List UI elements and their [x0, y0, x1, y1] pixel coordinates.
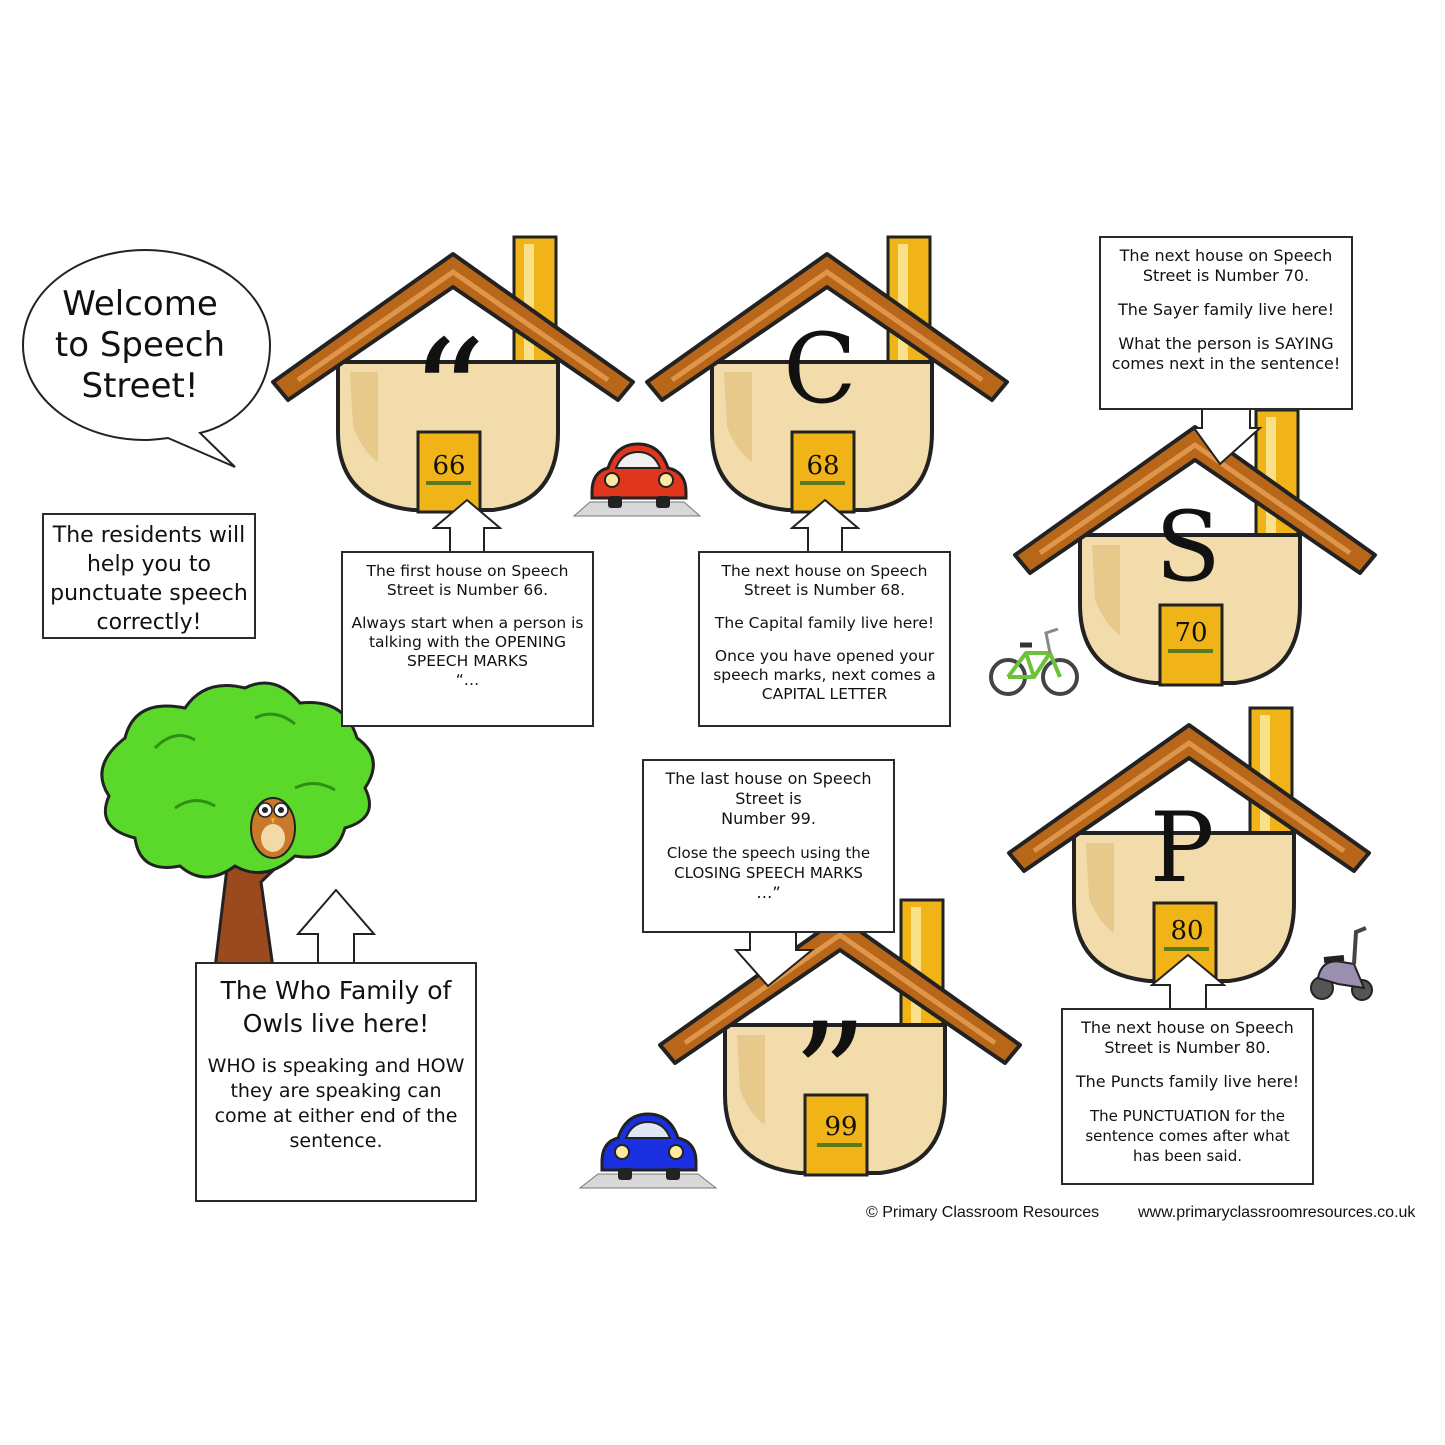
box99-line-5: CLOSING SPEECH MARKS	[674, 864, 863, 882]
owls-line-1: The Who Family of	[220, 976, 452, 1005]
arrow-to-owl	[296, 888, 376, 964]
door-number: 68	[806, 451, 839, 481]
house-letter: P	[1150, 792, 1215, 904]
roof	[1007, 723, 1371, 873]
box68-line-4: Once you have opened your	[714, 647, 935, 665]
arrow-to-house-99	[734, 928, 814, 988]
arrow-to-door-68	[790, 498, 860, 554]
residents-line-2: help you to	[86, 552, 212, 577]
box66-line-5: SPEECH MARKS	[407, 652, 528, 670]
box70-line-1: The next house on Speech	[1119, 246, 1333, 265]
box70-line-3: The Sayer family live here!	[1117, 300, 1334, 319]
box68-line-3: The Capital family live here!	[714, 614, 935, 632]
bicycle	[989, 627, 1079, 696]
owls-line-6: sentence.	[289, 1130, 383, 1152]
blue-car	[578, 1112, 718, 1189]
info-box-70: The next house on Speech Street is Numbe…	[1099, 236, 1353, 410]
welcome-line-3: Street!	[81, 366, 199, 406]
tree-canopy	[100, 681, 375, 879]
house-letter: C	[783, 313, 856, 425]
residents-box: The residents will help you to punctuate…	[42, 513, 256, 639]
box99-line-4: Close the speech using the	[666, 844, 871, 862]
owls-line-3: WHO is speaking and HOW	[207, 1055, 465, 1077]
residents-line-1: The residents will	[52, 523, 246, 548]
box70-line-5: comes next in the sentence!	[1111, 354, 1341, 373]
door-number: 80	[1170, 916, 1203, 946]
house-letter: S	[1155, 491, 1221, 603]
box80-line-6: has been said.	[1133, 1147, 1242, 1165]
arrow-to-house-70	[1194, 406, 1263, 466]
scooter	[1310, 926, 1373, 1001]
arrow-to-door-80	[1150, 953, 1226, 1011]
owls-line-5: come at either end of the	[214, 1105, 458, 1127]
box70-line-4: What the person is SAYING	[1118, 334, 1334, 353]
box66-line-4: talking with the OPENING	[368, 633, 567, 651]
house-68: C 68	[642, 232, 1012, 522]
welcome-line-1: Welcome	[62, 284, 218, 324]
info-box-68: The next house on Speech Street is Numbe…	[698, 551, 951, 727]
roof	[271, 252, 635, 402]
door	[416, 430, 482, 514]
door	[803, 1093, 869, 1177]
box80-line-2: Street is Number 80.	[1104, 1038, 1271, 1057]
website-link[interactable]: www.primaryclassroomresources.co.uk	[1138, 1204, 1416, 1221]
house-99: ” 99	[655, 895, 1025, 1185]
box68-line-2: Street is Number 68.	[743, 581, 906, 599]
residents-line-4: correctly!	[96, 610, 202, 635]
info-box-80: The next house on Speech Street is Numbe…	[1061, 1008, 1314, 1185]
box66-line-1: The first house on Speech	[366, 562, 569, 580]
box68-line-1: The next house on Speech	[721, 562, 928, 580]
box66-line-3: Always start when a person is	[351, 614, 584, 632]
box80-line-1: The next house on Speech	[1081, 1018, 1294, 1037]
box66-line-2: Street is Number 66.	[386, 581, 549, 599]
house-66: “ 66	[268, 232, 638, 522]
box80-line-4: The PUNCTUATION for the	[1089, 1107, 1285, 1125]
owls-line-2: Owls live here!	[242, 1009, 430, 1038]
house-70: S 70	[1010, 405, 1380, 695]
box99-line-1: The last house on Speech	[665, 769, 872, 788]
red-car	[572, 442, 702, 517]
box99-line-3: Number 99.	[721, 809, 816, 828]
welcome-text: Welcome to Speech Street!	[45, 284, 235, 407]
welcome-line-2: to Speech	[54, 325, 226, 365]
box99-line-2: Street is	[735, 789, 802, 808]
copyright-text: © Primary Classroom Resources	[866, 1204, 1100, 1221]
box68-line-5: speech marks, next comes a	[713, 666, 936, 684]
roof	[645, 252, 1009, 402]
door-number: 70	[1174, 618, 1207, 648]
box70-line-2: Street is Number 70.	[1142, 266, 1310, 285]
info-box-66: The first house on Speech Street is Numb…	[341, 551, 594, 727]
box80-line-3: The Puncts family live here!	[1075, 1072, 1300, 1091]
residents-line-3: punctuate speech	[50, 581, 248, 606]
door	[790, 430, 856, 514]
box66-line-6: “…	[455, 671, 480, 689]
tree-with-owl	[100, 681, 375, 968]
door	[1158, 603, 1224, 687]
box68-line-6: CAPITAL LETTER	[761, 685, 888, 703]
door-number: 99	[824, 1112, 857, 1142]
arrow-to-door-66	[432, 498, 502, 554]
house-80: P 80	[1004, 703, 1374, 993]
info-box-99: The last house on Speech Street is Numbe…	[642, 759, 895, 933]
info-box-owls: The Who Family of Owls live here! WHO is…	[195, 962, 477, 1202]
owls-line-4: they are speaking can	[230, 1080, 442, 1102]
door-number: 66	[432, 451, 465, 481]
box99-line-6: …”	[756, 883, 781, 902]
box80-line-5: sentence comes after what	[1085, 1127, 1290, 1145]
welcome-speech-bubble	[21, 248, 272, 468]
